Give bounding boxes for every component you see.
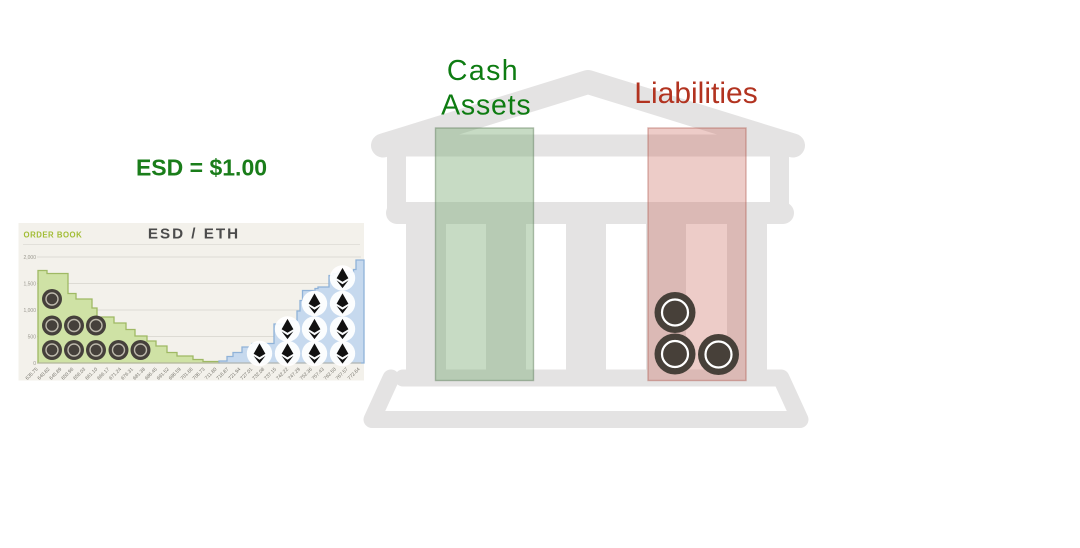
svg-text:ESD / ETH: ESD / ETH — [148, 226, 240, 243]
svg-text:Cash: Cash — [447, 55, 519, 87]
svg-text:Liabilities: Liabilities — [634, 77, 757, 110]
svg-text:500: 500 — [28, 335, 37, 341]
svg-text:ORDER BOOK: ORDER BOOK — [24, 231, 83, 240]
svg-text:ESD = $1.00: ESD = $1.00 — [136, 155, 267, 181]
svg-text:0: 0 — [33, 361, 36, 367]
svg-text:1,500: 1,500 — [23, 282, 36, 288]
svg-text:1,000: 1,000 — [23, 308, 36, 314]
svg-text:Assets: Assets — [441, 90, 531, 122]
svg-text:2,000: 2,000 — [23, 255, 36, 261]
